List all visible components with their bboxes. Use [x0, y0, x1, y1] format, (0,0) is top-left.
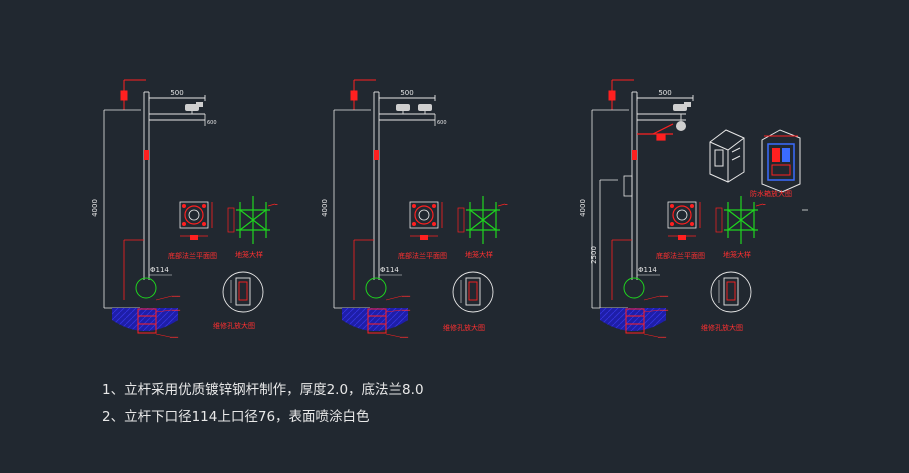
- hole-caption: 维修孔放大图: [701, 323, 743, 332]
- dim-top-label: 500: [170, 89, 183, 97]
- camera-arm: [378, 95, 436, 121]
- pole-joint-marker: [632, 150, 637, 160]
- camera-arm: [148, 95, 206, 121]
- pole-joint-marker: [374, 150, 379, 160]
- camera-arm: [636, 95, 694, 121]
- cage-note: ═: [504, 202, 508, 207]
- cage-dimension: [457, 203, 506, 233]
- cage-dimension: [715, 203, 764, 233]
- foundation-cage: [137, 308, 157, 334]
- pole-drawing-3: 4000 2500 500 Φ114: [579, 79, 808, 341]
- flange-plan: [667, 201, 701, 240]
- dim-top-label: 500: [400, 89, 413, 97]
- note-line-1: 1、立杆采用优质镀锌钢杆制作，厚度2.0，底法兰8.0: [102, 382, 424, 398]
- foundation-leaders: [643, 295, 661, 338]
- foundation-note: ═══: [171, 309, 180, 314]
- cage-caption: 地笼大样: [235, 250, 263, 259]
- camera-icon: 600: [396, 104, 447, 126]
- flange-plan: [179, 201, 213, 240]
- flange-caption: 底部法兰平面图: [168, 251, 217, 260]
- foundation-leaders: [385, 295, 403, 338]
- base-detail-circle: [365, 277, 387, 299]
- box-caption: 防水箱放大图: [750, 189, 792, 198]
- pole-top-marker: [350, 79, 376, 110]
- camera-icon: [673, 102, 691, 131]
- height-dimension: [333, 109, 371, 309]
- note-line-2: 2、立杆下口径114上口径76，表面喷涂白色: [102, 409, 370, 425]
- base-detail-circle: [135, 277, 157, 299]
- foundation-note: ═══: [171, 295, 180, 300]
- camera-icon: 600: [185, 102, 217, 126]
- base-lower-marker: [353, 239, 374, 300]
- hole-caption: 维修孔放大图: [213, 321, 255, 330]
- cage-dimension: [227, 203, 276, 233]
- waterproof-box-side-view: [709, 129, 745, 183]
- foundation-note: ═══: [657, 336, 666, 341]
- pole-drawing-1: 4000 500 600 Φ114: [91, 79, 278, 341]
- pole-top-marker: [608, 79, 634, 110]
- ground-cage-detail: [724, 196, 758, 244]
- cage-note: ═: [762, 202, 766, 207]
- dim-lower-label: 2500: [590, 246, 598, 264]
- pole-drawing-2: 4000 500 600 Φ114: [321, 79, 508, 341]
- svg-text:600: 600: [207, 120, 217, 126]
- pole-shaft: [373, 91, 380, 280]
- dim-height-label: 4000: [91, 199, 99, 217]
- foundation-note: ═══: [399, 336, 408, 341]
- pole-top-marker: [120, 79, 146, 110]
- ground-cage-detail: [236, 196, 270, 244]
- pipe-diameter-label: Φ114: [380, 266, 399, 274]
- foundation-leaders: [155, 295, 173, 338]
- pole-joint-marker: [144, 150, 149, 160]
- dim-height-label: 4000: [321, 199, 329, 217]
- maintenance-hole-detail: [452, 271, 494, 313]
- foundation-note: ═══: [659, 309, 668, 314]
- foundation-cage: [367, 308, 387, 334]
- foundation-note: ═══: [169, 336, 178, 341]
- dim-height-label: 4000: [579, 199, 587, 217]
- flange-plan: [409, 201, 443, 240]
- ground-cage-detail: [466, 196, 500, 244]
- base-lower-marker: [611, 239, 632, 300]
- dim-top-label: 500: [658, 89, 671, 97]
- pole-shaft: [143, 91, 150, 280]
- foundation-note: ═══: [401, 295, 410, 300]
- cage-caption: 地笼大样: [723, 250, 751, 259]
- pipe-diameter-label: Φ114: [638, 266, 657, 274]
- lighting-bracket: [637, 123, 674, 141]
- hole-caption: 维修孔放大图: [443, 323, 485, 332]
- base-detail-circle: [623, 277, 645, 299]
- flange-caption: 底部法兰平面图: [398, 251, 447, 260]
- height-dimension: [103, 109, 141, 309]
- foundation-note: ═══: [401, 309, 410, 314]
- foundation-cage: [625, 308, 645, 334]
- pipe-diameter-label: Φ114: [150, 266, 169, 274]
- pole-mounted-box: [623, 175, 633, 197]
- waterproof-box-front-view: [761, 129, 801, 193]
- svg-text:600: 600: [437, 120, 447, 126]
- flange-caption: 底部法兰平面图: [656, 251, 705, 260]
- cage-caption: 地笼大样: [465, 250, 493, 259]
- base-lower-marker: [123, 239, 144, 300]
- height-dimension: [591, 109, 629, 309]
- cage-note: ═: [274, 202, 278, 207]
- foundation-note: ═══: [659, 295, 668, 300]
- maintenance-hole-detail: [710, 271, 752, 313]
- maintenance-hole-detail: [222, 271, 264, 313]
- pole-shaft: [631, 91, 638, 280]
